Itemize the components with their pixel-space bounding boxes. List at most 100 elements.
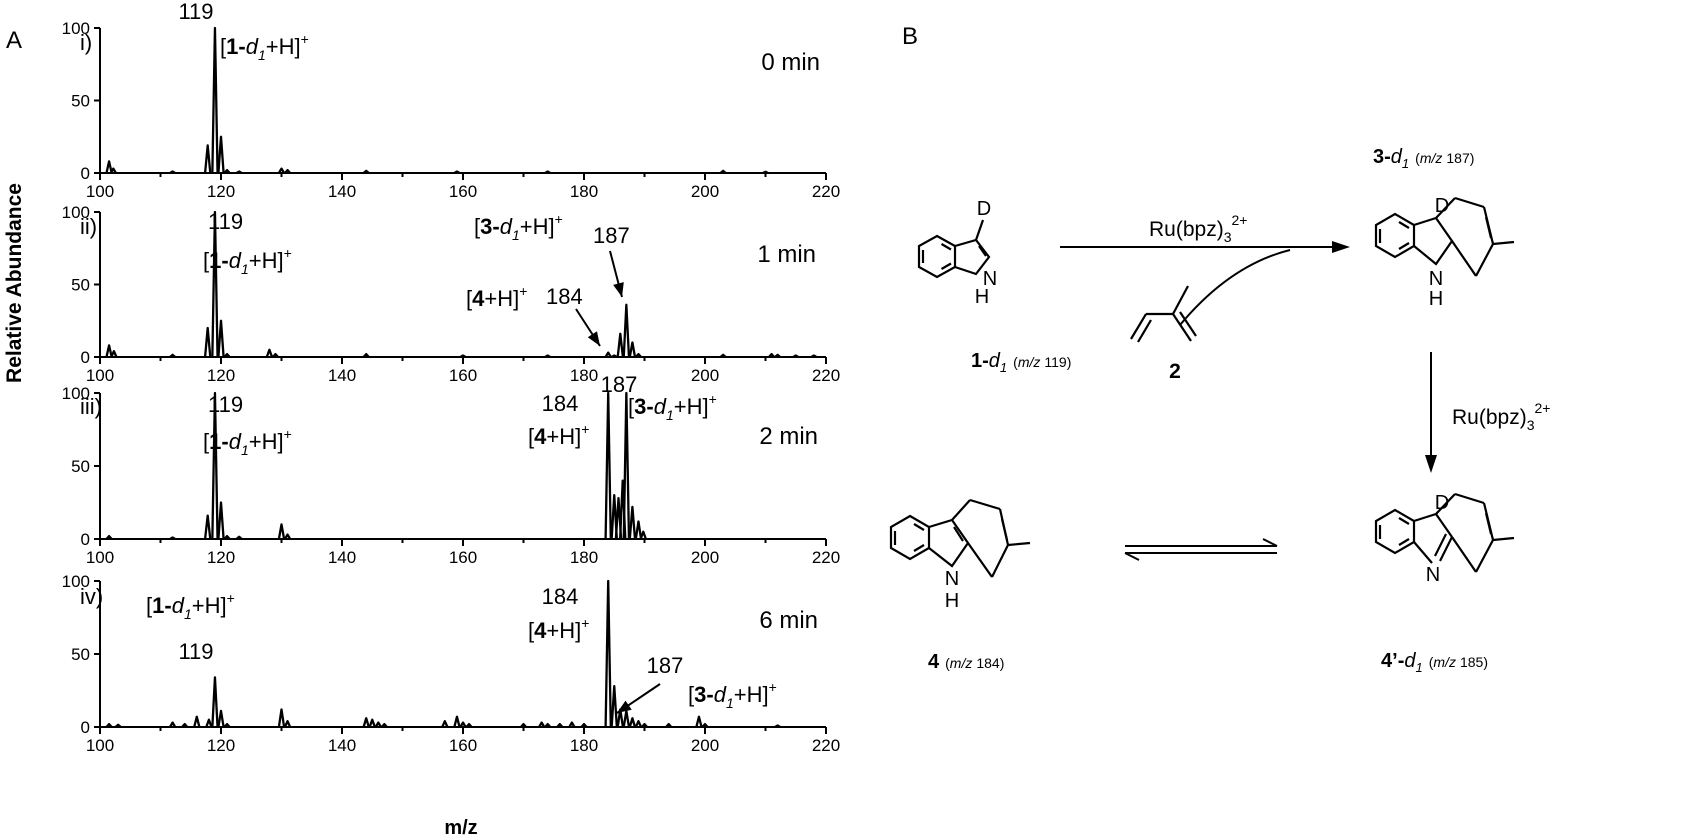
y-tick-label: 0 xyxy=(81,718,90,737)
peak-130 xyxy=(277,708,286,728)
peak-189 xyxy=(634,520,643,540)
peak-188 xyxy=(628,341,637,358)
nh-label-3: H xyxy=(1429,288,1443,310)
peak-189 xyxy=(634,352,642,358)
compound-2-label: 2 xyxy=(1169,360,1181,383)
x-tick-label: 200 xyxy=(691,548,719,567)
peak-131 xyxy=(283,533,292,540)
peak-212 xyxy=(774,353,781,358)
peak-187 xyxy=(622,303,631,358)
y-tick-label: 100 xyxy=(62,19,90,38)
x-tick-label: 140 xyxy=(328,366,356,385)
peak-144 xyxy=(362,169,370,174)
peak-101.5 xyxy=(105,722,113,728)
x-tick-label: 100 xyxy=(86,182,114,201)
peak-102.3 xyxy=(110,350,118,358)
peak-114 xyxy=(181,722,189,728)
peak-187-ion: [3-d1+H]+ xyxy=(474,211,563,243)
time-label: 6 min xyxy=(759,607,818,634)
peak-170 xyxy=(520,722,527,728)
peak-184 xyxy=(604,391,612,540)
peak-157 xyxy=(441,720,449,728)
y-tick-label: 100 xyxy=(62,203,90,222)
time-label: 2 min xyxy=(759,423,818,450)
structure-2 xyxy=(1130,285,1197,343)
panel-label: ii) xyxy=(80,214,97,239)
y-tick-label: 50 xyxy=(71,645,90,664)
n-label-4p: N xyxy=(1426,564,1440,586)
reaction-arrow-1-to-3 xyxy=(1060,241,1350,253)
peak-184-number: 184 xyxy=(546,284,583,309)
peak-117.8 xyxy=(203,144,212,174)
peak-160 xyxy=(459,721,467,728)
catalyst-label-right: Ru(bpz)32+ xyxy=(1452,400,1550,433)
y-tick-label: 0 xyxy=(81,530,90,549)
peak-101.5 xyxy=(105,344,113,358)
x-tick-label: 180 xyxy=(570,182,598,201)
x-tick-label: 140 xyxy=(328,182,356,201)
peak-184-ion: [4+H]+ xyxy=(466,283,527,311)
x-tick-label: 180 xyxy=(570,736,598,755)
peak-121 xyxy=(223,534,231,540)
peak-119-number: 119 xyxy=(208,209,243,234)
peak-174 xyxy=(544,722,552,728)
peak-119 xyxy=(211,676,219,728)
peak-187-ion: [3-d1+H]+ xyxy=(628,391,717,423)
x-tick-label: 180 xyxy=(570,548,598,567)
peak-189 xyxy=(634,720,643,728)
x-tick-label: 200 xyxy=(691,366,719,385)
peak-119-ion: [1-d1+H]+ xyxy=(220,31,309,63)
x-tick-label: 140 xyxy=(328,548,356,567)
peak-119-ion: [1-d1+H]+ xyxy=(146,590,235,622)
y-tick-label: 50 xyxy=(71,457,90,476)
time-label: 1 min xyxy=(757,241,816,268)
peak-101.5 xyxy=(105,160,113,174)
x-tick-label: 160 xyxy=(449,548,477,567)
peak-187 xyxy=(622,391,631,540)
peak-128 xyxy=(265,348,274,358)
peak-176 xyxy=(556,722,564,728)
peak-211 xyxy=(768,352,776,358)
reagent-curve-arrow xyxy=(1179,249,1291,326)
x-tick-label: 220 xyxy=(812,736,840,755)
peak-144 xyxy=(362,352,370,358)
peak-112 xyxy=(169,721,177,728)
panel-label: i) xyxy=(80,30,92,55)
peak-190 xyxy=(641,722,648,728)
peak-119-ion: [1-d1+H]+ xyxy=(203,426,292,458)
peak-121 xyxy=(223,722,231,728)
peak-187-number: 187 xyxy=(647,653,684,678)
peak-184-number: 184 xyxy=(542,391,579,416)
x-tick-label: 100 xyxy=(86,548,114,567)
peak-178 xyxy=(568,721,576,728)
n-label-4: N xyxy=(945,568,959,590)
peak-187-number: 187 xyxy=(593,223,630,248)
time-label: 0 min xyxy=(761,49,820,76)
x-tick-label: 180 xyxy=(570,366,598,385)
peak-119 xyxy=(211,26,219,174)
peak-145 xyxy=(368,718,376,728)
peak-187-number: 187 xyxy=(601,372,638,397)
peak-147 xyxy=(380,722,388,728)
peak-161 xyxy=(465,722,473,728)
peak-112 xyxy=(169,170,176,175)
peak-119-number: 119 xyxy=(208,392,243,417)
structure-3-d1 xyxy=(1374,196,1515,277)
peak-123 xyxy=(235,535,243,540)
peak-174 xyxy=(544,170,551,175)
peak-210 xyxy=(762,170,769,175)
pointer-arrow-1 xyxy=(616,683,661,714)
x-tick-label: 120 xyxy=(207,366,235,385)
peak-121 xyxy=(223,352,231,358)
peak-189.8 xyxy=(639,530,647,540)
panel-label: iv) xyxy=(80,584,103,609)
peak-117.8 xyxy=(203,514,212,540)
panel-label: iii) xyxy=(80,394,102,419)
structure-1-d1 xyxy=(917,219,991,279)
peak-186 xyxy=(616,332,625,358)
